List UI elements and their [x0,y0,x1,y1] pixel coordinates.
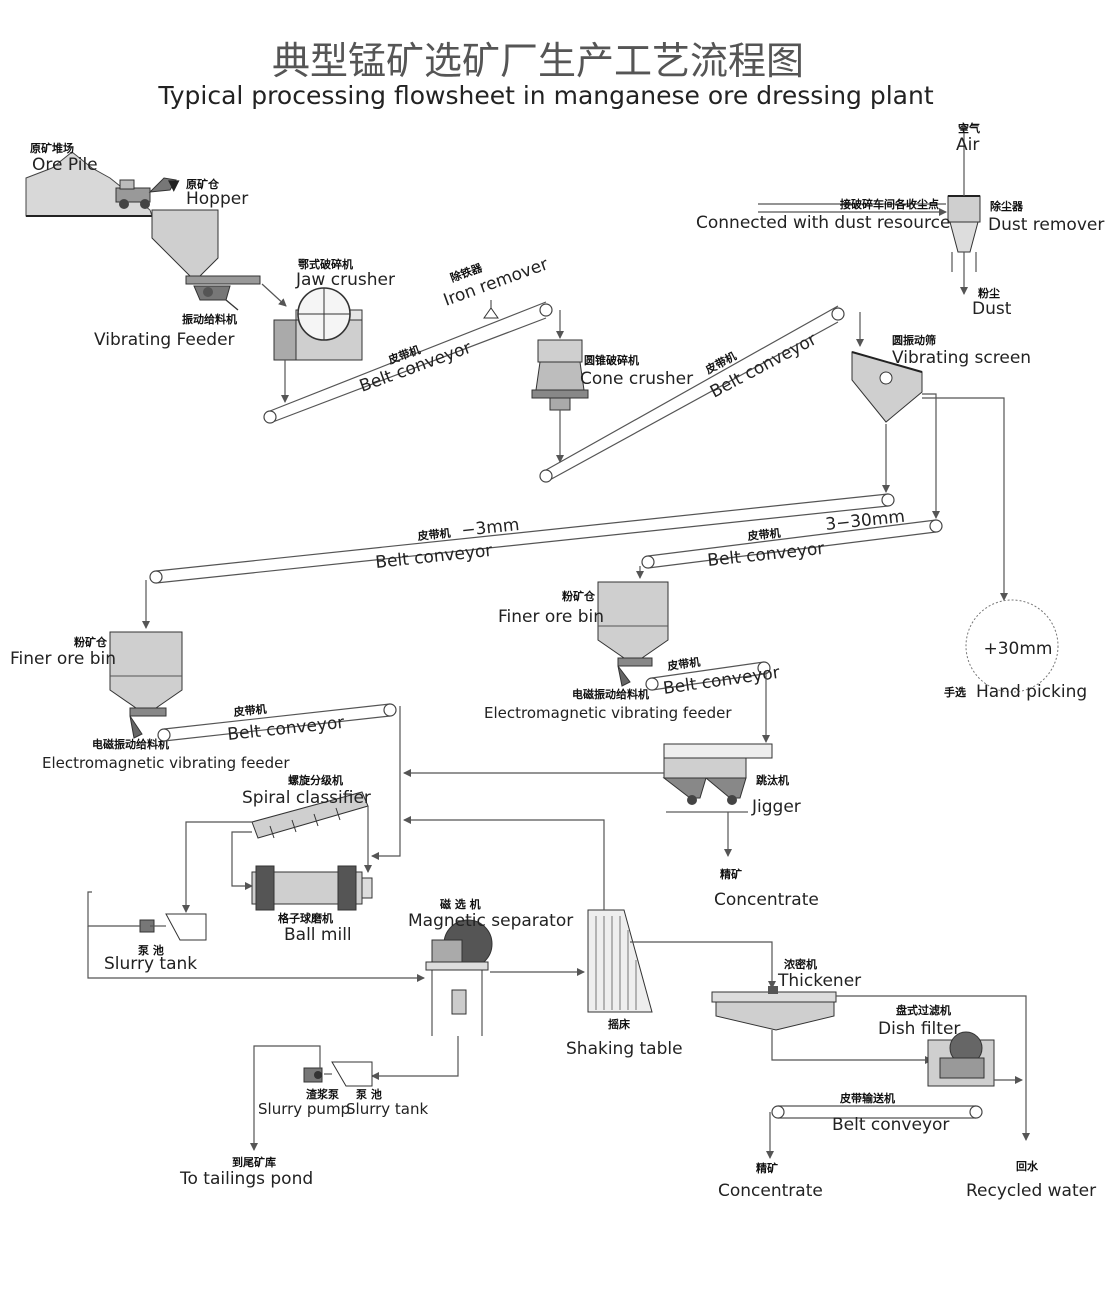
belt7-en: Belt conveyor [832,1115,949,1135]
title-zh: 典型锰矿选矿厂生产工艺流程图 [272,39,804,83]
belt-conveyor-6 [645,661,771,691]
slurry-tank-bottom-zh: 泵 池 [356,1087,382,1101]
ball-mill [251,865,373,911]
magnetic-separator [425,919,493,1036]
slurry-pump-en: Slurry pump [258,1100,350,1118]
hand-picking-en: Hand picking [976,682,1087,702]
dish-filter-zh: 盘式过滤机 [896,1003,951,1017]
magnetic-separator-en: Magnetic separator [408,911,573,931]
vibrating-feeder-zh: 振动给料机 [182,312,237,326]
vibrating-screen-zh: 圆振动筛 [892,333,936,347]
belt-conveyor-4 [641,519,943,569]
hand-picking-size: +30mm [984,639,1053,659]
concentrate-final-en: Concentrate [718,1181,823,1201]
em-feeder-left-en: Electromagnetic vibrating feeder [42,754,290,772]
ore-pile-zh: 原矿堆场 [30,141,74,155]
belt-conveyor-5 [157,703,397,742]
dust-point-zh: 接破碎车间各收尘点 [840,197,939,211]
jigger-zh: 跳汰机 [756,773,789,787]
belt3-size: −3mm [460,515,520,541]
bin-left-en: Finer ore bin [10,649,116,669]
belt4-zh: 皮带机 [746,526,781,543]
thickener-zh: 浓密机 [784,957,817,971]
thickener-en: Thickener [777,971,861,991]
dust-point-en: Connected with dust resource [696,213,950,233]
spiral-classifier-en: Spiral classifier [242,788,371,808]
belt3-zh: 皮带机 [416,526,451,543]
shaking-table [587,909,653,1013]
jigger-en: Jigger [751,797,801,817]
concentrate-jig-en: Concentrate [714,890,819,910]
dust-zh: 粉尘 [978,286,1000,300]
ore-pile-en: Ore Pile [32,155,98,175]
hand-picking-zh: 手选 [944,685,966,699]
shaking-table-en: Shaking table [566,1039,683,1059]
ball-mill-en: Ball mill [284,925,352,945]
dish-filter-en: Dish filter [878,1019,960,1039]
cone-crusher [531,339,589,411]
slurry-tank-left [139,913,207,941]
vibrating-screen-en: Vibrating screen [892,348,1031,368]
jaw-crusher-zh: 鄂式破碎机 [298,257,353,271]
dust-remover [947,195,981,272]
air-zh: 空气 [958,121,980,135]
recycled-water-en: Recycled water [966,1181,1096,1201]
hand-picking-circle [965,599,1059,693]
hopper-arrow-icon: ▼ [168,176,180,194]
vibrating-screen [851,351,923,423]
bin-right-en: Finer ore bin [498,607,604,627]
finer-ore-bin-left [109,631,183,739]
dish-filter [927,1031,995,1087]
belt-conveyor-7 [771,1105,983,1119]
cone-crusher-en: Cone crusher [580,369,693,389]
magnetic-separator-zh: 磁 选 机 [440,897,481,911]
jaw-crusher [273,287,363,361]
belt-conveyor-3 [149,493,895,584]
cone-crusher-zh: 圆锥破碎机 [584,353,639,367]
hopper-zh: 原矿仓 [186,177,220,191]
belt5-zh: 皮带机 [232,702,267,719]
bin-right-zh: 粉矿仓 [562,589,596,603]
slurry-pump-zh: 渣浆泵 [306,1087,339,1101]
slurry-tank-bottom [331,1061,373,1087]
slurry-tank-left-en: Slurry tank [104,954,197,974]
concentrate-final-zh: 精矿 [756,1161,778,1175]
belt7-zh: 皮带输送机 [839,1091,895,1105]
belt4-en: Belt conveyor [706,539,825,571]
spiral-classifier-zh: 螺旋分级机 [288,773,343,787]
jaw-crusher-en: Jaw crusher [295,270,395,290]
iron-remover [483,300,499,319]
hopper-en: Hopper [186,189,248,209]
ball-mill-zh: 格子球磨机 [278,911,333,925]
jigger [662,743,773,813]
finer-ore-bin-right [597,581,669,687]
slurry-tank-bottom-en: Slurry tank [346,1100,428,1118]
dust-remover-zh: 除尘器 [990,199,1024,213]
dust-remover-en: Dust remover [988,215,1104,235]
bin-left-zh: 粉矿仓 [74,635,108,649]
belt-conveyor-2 [539,305,845,483]
slurry-pump [303,1067,323,1083]
tailings-zh: 到尾矿库 [232,1155,276,1169]
air-en: Air [956,135,979,155]
thickener [711,986,837,1031]
concentrate-jig-zh: 精矿 [720,867,742,881]
loader-icon [115,177,177,209]
slurry-tank-left-zh: 泵 池 [138,943,164,957]
em-feeder-left-zh: 电磁振动给料机 [92,737,169,751]
em-feeder-right-zh: 电磁振动给料机 [572,687,649,701]
title-en: Typical processing flowsheet in manganes… [157,81,933,110]
vibrating-feeder [193,285,239,311]
belt6-zh: 皮带机 [665,655,701,674]
hopper: ▼ [151,176,261,285]
em-feeder-right-en: Electromagnetic vibrating feeder [484,704,732,722]
tailings-en: To tailings pond [179,1169,313,1189]
vibrating-feeder-en: Vibrating Feeder [94,330,235,350]
dust-en: Dust [972,299,1012,319]
recycled-water-zh: 回水 [1016,1159,1039,1173]
belt-conveyor-1 [263,301,553,424]
shaking-table-zh: 摇床 [608,1017,631,1031]
